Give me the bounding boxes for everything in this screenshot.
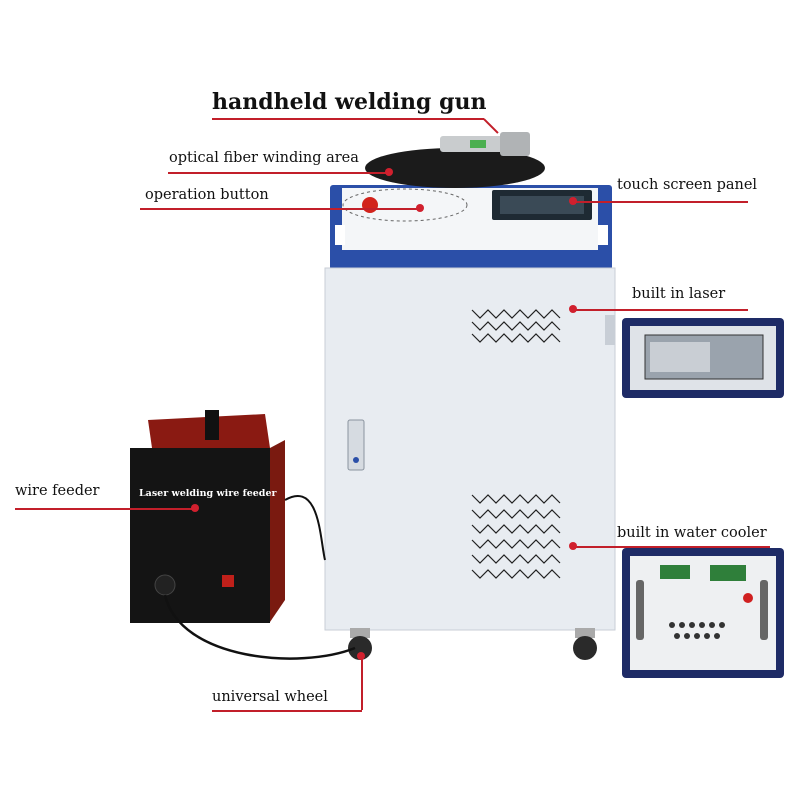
label-universal-wheel: universal wheel <box>212 689 328 705</box>
feeder-body <box>130 448 270 623</box>
dot-touch <box>569 197 577 205</box>
operation-area-outline <box>342 188 468 222</box>
dot-fiber <box>385 168 393 176</box>
leader-fiber <box>168 172 388 174</box>
label-touch-screen-panel: touch screen panel <box>617 177 758 193</box>
leader-title <box>212 118 484 120</box>
leader-wheel-vertical <box>361 655 363 710</box>
emergency-stop-button <box>362 197 378 213</box>
leader-wheel <box>212 710 362 712</box>
wire-cable <box>163 594 356 660</box>
feeder-side <box>270 440 285 622</box>
label-built-in-laser: built in laser <box>632 286 726 302</box>
dot-operation <box>416 204 424 212</box>
upper-vent <box>471 309 561 343</box>
leader-touch <box>573 201 748 203</box>
dot-cooler <box>569 542 577 550</box>
label-operation-button: operation button <box>145 187 269 203</box>
wheel-right <box>573 628 597 660</box>
leader-laser <box>573 309 748 311</box>
label-optical-fiber-winding-area: optical fiber winding area <box>169 150 359 166</box>
dot-laser <box>569 305 577 313</box>
label-handheld-welding-gun: handheld welding gun <box>212 89 487 115</box>
lower-vent <box>471 494 561 579</box>
dot-wire <box>191 504 199 512</box>
feeder-face-text: Laser welding wire feeder <box>139 488 277 499</box>
wheel-left <box>348 628 372 660</box>
dot-wheel <box>357 652 365 660</box>
leader-wire <box>15 508 195 510</box>
label-wire-feeder: wire feeder <box>15 483 100 499</box>
feeder-handle <box>205 410 219 440</box>
fiber-winding <box>365 148 545 188</box>
label-built-in-water-cooler: built in water cooler <box>617 525 767 541</box>
leader-cooler <box>573 546 770 548</box>
cabinet-body <box>324 267 616 631</box>
leader-operation <box>140 208 420 210</box>
